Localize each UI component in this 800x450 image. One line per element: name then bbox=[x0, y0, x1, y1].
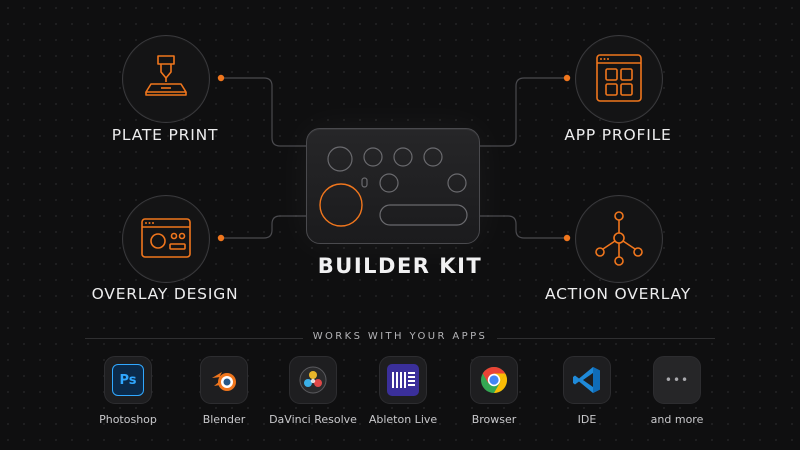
ide-tile[interactable] bbox=[563, 356, 611, 404]
app-photoshop[interactable]: Ps Photoshop bbox=[78, 356, 178, 426]
plate-print-label: PLATE PRINT bbox=[111, 126, 219, 144]
photoshop-icon: Ps bbox=[112, 364, 144, 396]
device-controls bbox=[319, 146, 468, 227]
chrome-browser-icon bbox=[481, 367, 508, 393]
action-overlay-label: ACTION OVERLAY bbox=[544, 285, 692, 303]
photoshop-tile[interactable]: Ps bbox=[104, 356, 152, 404]
apps-section-heading: WORKS WITH YOUR APPS bbox=[312, 331, 488, 342]
connector-dot-plate-print bbox=[217, 74, 225, 82]
overlay-design-badge bbox=[122, 195, 210, 283]
connector-dot-app-profile bbox=[563, 74, 571, 82]
app-name-photoshop: Photoshop bbox=[99, 413, 157, 426]
connector-dot-action-overlay bbox=[563, 234, 571, 242]
more-tile[interactable]: ••• bbox=[653, 356, 701, 404]
app-profile-label: APP PROFILE bbox=[564, 126, 672, 144]
action-overlay-badge bbox=[575, 195, 663, 283]
connector-dot-overlay-design bbox=[217, 234, 225, 242]
blender-icon bbox=[212, 372, 236, 391]
window-layout-icon bbox=[141, 218, 191, 258]
overlay-design-label: OVERLAY DESIGN bbox=[91, 285, 239, 303]
app-name-ide: IDE bbox=[577, 413, 597, 426]
browser-tile[interactable] bbox=[470, 356, 518, 404]
app-davinci-resolve[interactable]: DaVinci Resolve bbox=[263, 356, 363, 426]
node-graph-icon bbox=[595, 211, 643, 266]
more-dots-icon: ••• bbox=[664, 373, 690, 387]
ableton-live-icon bbox=[387, 364, 419, 396]
photoshop-badge-text: Ps bbox=[119, 372, 137, 388]
app-grid-icon bbox=[596, 54, 642, 102]
primary-knob bbox=[319, 183, 363, 227]
divider-right bbox=[497, 338, 715, 339]
davinci-resolve-icon bbox=[299, 366, 327, 394]
app-browser[interactable]: Browser bbox=[444, 356, 544, 426]
app-name-more: and more bbox=[650, 413, 704, 426]
app-name-davinci-resolve: DaVinci Resolve bbox=[269, 413, 357, 426]
app-more[interactable]: ••• and more bbox=[627, 356, 727, 426]
blender-tile[interactable] bbox=[200, 356, 248, 404]
app-profile-badge bbox=[575, 35, 663, 123]
app-name-browser: Browser bbox=[471, 413, 517, 426]
plate-print-badge bbox=[122, 35, 210, 123]
app-ide[interactable]: IDE bbox=[537, 356, 637, 426]
3d-printer-icon bbox=[145, 55, 187, 96]
davinci-resolve-tile[interactable] bbox=[289, 356, 337, 404]
builder-kit-device bbox=[306, 128, 480, 244]
vscode-icon bbox=[573, 367, 600, 393]
app-name-blender: Blender bbox=[202, 413, 246, 426]
app-blender[interactable]: Blender bbox=[174, 356, 274, 426]
app-name-ableton-live: Ableton Live bbox=[368, 413, 438, 426]
app-ableton-live[interactable]: Ableton Live bbox=[353, 356, 453, 426]
divider-left bbox=[85, 338, 303, 339]
ableton-live-tile[interactable] bbox=[379, 356, 427, 404]
builder-kit-title: BUILDER KIT bbox=[317, 254, 483, 278]
